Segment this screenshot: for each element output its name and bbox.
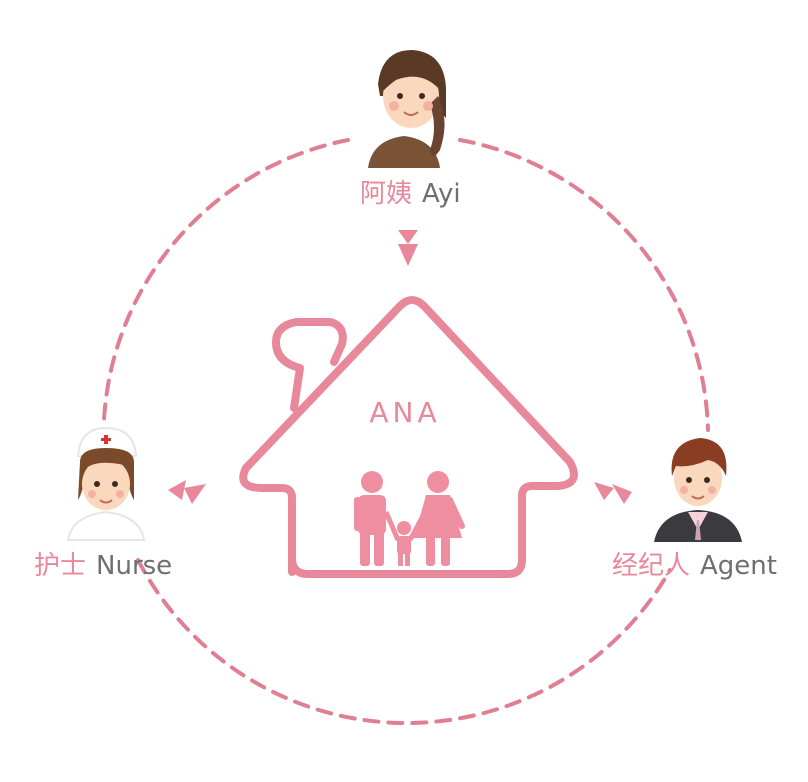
ayi-label-zh: 阿姨	[360, 179, 413, 209]
nurse-label: 护士 Nurse	[34, 550, 172, 582]
agent-label: 经纪人 Agent	[612, 550, 777, 582]
agent-avatar	[654, 438, 742, 542]
chimney-icon	[272, 318, 347, 412]
arrow-from-nurse	[168, 480, 206, 504]
arrow-from-ayi	[398, 230, 418, 266]
dashed-cycle	[102, 138, 710, 726]
nurse-label-en: Nurse	[96, 551, 173, 581]
arc-nurse-agent	[136, 558, 672, 726]
agent-label-en: Agent	[700, 551, 777, 581]
ayi-label-en: Ayi	[422, 179, 461, 209]
house-outline-icon	[239, 296, 578, 578]
nurse-label-zh: 护士	[34, 551, 87, 581]
family-icon	[354, 471, 465, 566]
arc-ayi-nurse	[102, 138, 350, 422]
center-label: ANA	[369, 396, 441, 429]
nurse-avatar	[66, 426, 146, 541]
agent-label-zh: 经纪人	[612, 551, 691, 581]
arrow-from-agent	[594, 482, 632, 504]
ayi-label: 阿姨 Ayi	[360, 178, 461, 210]
ayi-avatar	[368, 50, 446, 168]
arc-ayi-agent	[458, 138, 710, 432]
